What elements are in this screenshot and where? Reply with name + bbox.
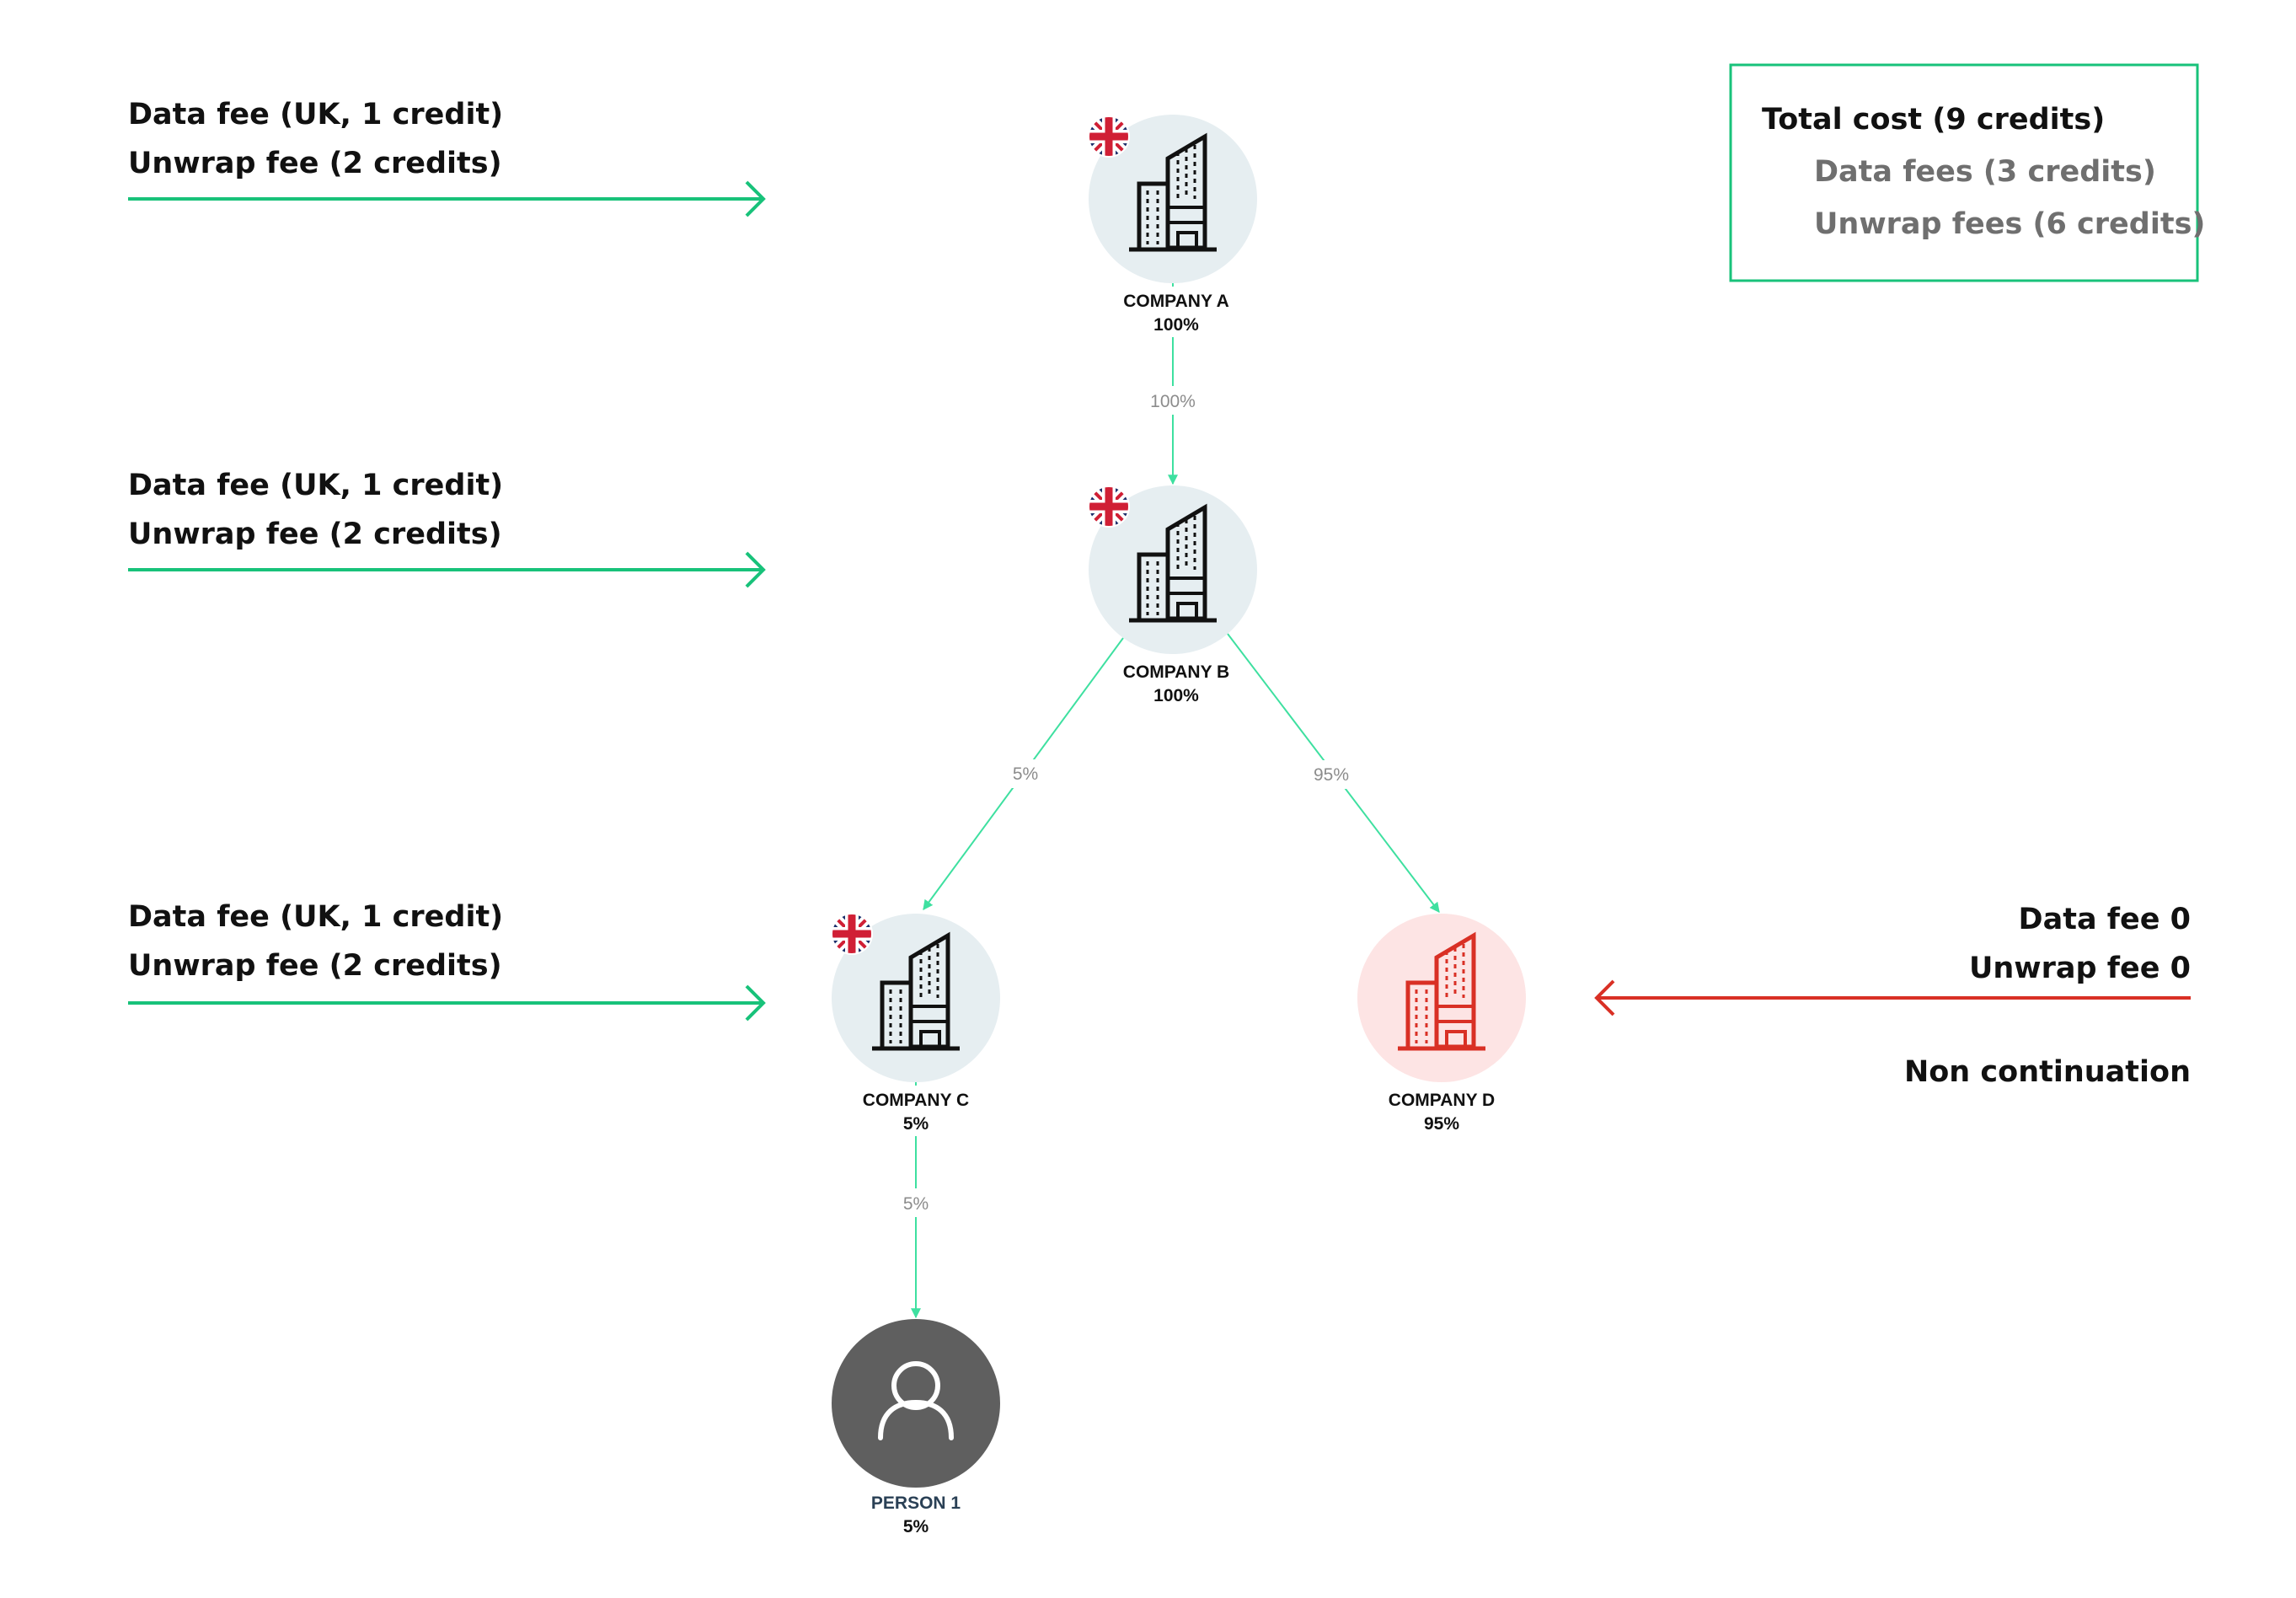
- fee-arrow-c: [128, 984, 766, 1022]
- node-person-1[interactable]: PERSON 1 5%: [832, 1319, 1000, 1536]
- unwrap-fee-label: Unwrap fee 0: [1969, 952, 2191, 985]
- node-percentage: 5%: [903, 1114, 929, 1134]
- node-circle: [1089, 115, 1257, 283]
- node-circle: [1089, 485, 1257, 654]
- total-data-fees: Data fees (3 credits): [1814, 155, 2156, 189]
- node-circle: [832, 914, 1000, 1082]
- total-cost-border: [1729, 63, 2199, 282]
- fee-annotation-b: Data fee (UK, 1 credit) Unwrap fee (2 cr…: [128, 469, 766, 588]
- node-name: COMPANY C: [863, 1091, 969, 1110]
- node-percentage: 95%: [1424, 1114, 1459, 1134]
- edge-label-a-b: 100%: [1150, 392, 1196, 411]
- person-icon: [878, 1361, 954, 1440]
- fee-annotation-a: Data fee (UK, 1 credit) Unwrap fee (2 cr…: [128, 98, 766, 217]
- node-name: COMPANY D: [1389, 1091, 1495, 1110]
- fee-annotation-d: Data fee 0 Unwrap fee 0 Non continuation: [1594, 903, 2191, 1089]
- node-name: PERSON 1: [871, 1493, 961, 1513]
- edge-label-b-c: 5%: [1013, 764, 1038, 784]
- data-fee-label: Data fee (UK, 1 credit): [128, 900, 503, 934]
- unwrap-fee-label: Unwrap fee (2 credits): [128, 147, 502, 180]
- total-cost-title: Total cost (9 credits): [1762, 103, 2105, 137]
- edge-label-b-d: 95%: [1314, 765, 1349, 785]
- data-fee-label: Data fee (UK, 1 credit): [128, 469, 503, 502]
- edge-labels: 100% 5% 95% 5%: [900, 386, 1352, 1217]
- node-name: COMPANY A: [1123, 292, 1229, 311]
- fee-arrow-a: [128, 180, 766, 217]
- fee-arrow-b: [128, 551, 766, 588]
- total-cost-box: Total cost (9 credits) Data fees (3 cred…: [1729, 63, 2205, 282]
- fee-annotation-c: Data fee (UK, 1 credit) Unwrap fee (2 cr…: [128, 900, 766, 1022]
- total-unwrap-fees: Unwrap fees (6 credits): [1814, 207, 2205, 241]
- node-company-c[interactable]: COMPANY C 5%: [827, 909, 1000, 1136]
- node-percentage: 100%: [1153, 686, 1199, 705]
- non-continuation-label: Non continuation: [1904, 1055, 2191, 1089]
- node-company-d[interactable]: COMPANY D 95%: [1357, 914, 1526, 1134]
- node-company-b[interactable]: COMPANY B 100%: [1084, 481, 1257, 708]
- node-percentage: 5%: [903, 1517, 929, 1536]
- unwrap-fee-label: Unwrap fee (2 credits): [128, 517, 502, 551]
- node-company-a[interactable]: COMPANY A 100%: [1084, 111, 1257, 337]
- data-fee-label: Data fee (UK, 1 credit): [128, 98, 503, 131]
- unwrap-fee-label: Unwrap fee (2 credits): [128, 949, 502, 983]
- fee-arrow-d: [1594, 979, 2191, 1016]
- data-fee-label: Data fee 0: [2019, 903, 2191, 936]
- node-percentage: 100%: [1153, 315, 1199, 335]
- edge-label-c-person1: 5%: [903, 1194, 929, 1214]
- node-name: COMPANY B: [1123, 662, 1229, 682]
- node-circle: [1357, 914, 1526, 1082]
- edges: [911, 283, 1440, 1319]
